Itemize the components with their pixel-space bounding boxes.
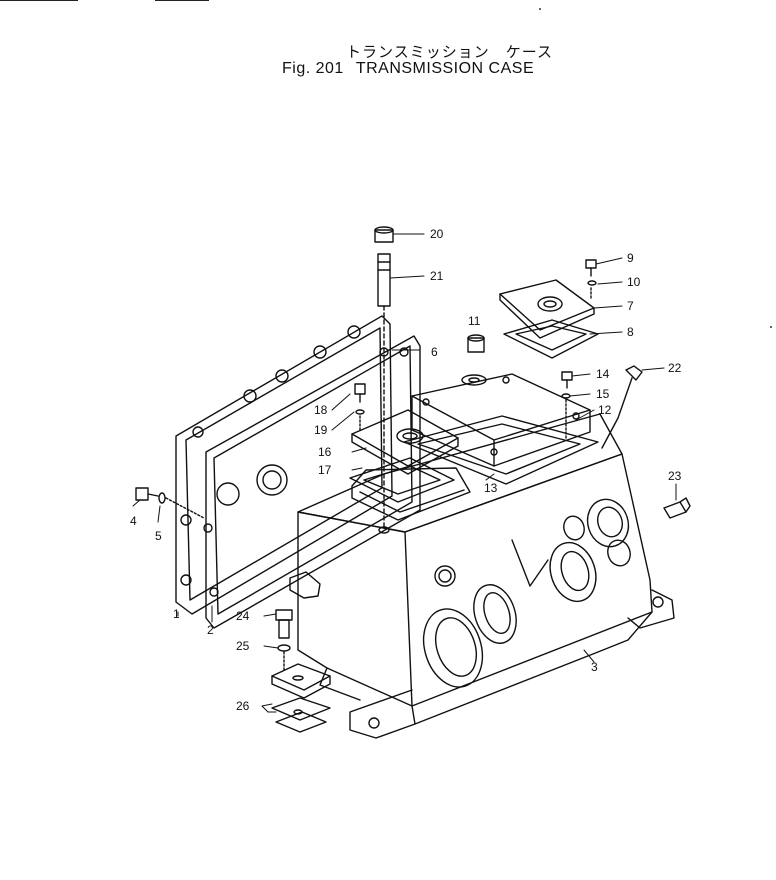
callout-18: 18 [314,403,328,417]
leader-line [165,497,205,519]
callout-1: 1 [173,607,180,621]
bolt-18 [354,383,366,403]
callout-11: 11 [468,314,481,328]
scan-speck [770,326,772,328]
callout-9: 9 [627,251,634,265]
callout-leaders [132,233,677,713]
washer-5 [158,492,166,504]
callout-3: 3 [591,660,598,674]
callout-25: 25 [236,639,250,653]
callout-20: 20 [430,227,444,241]
callout-6: 6 [431,345,438,359]
bolt-14 [561,371,573,389]
top-cover-gasket [403,415,599,485]
figure-title-english: TRANSMISSION CASE [355,60,535,77]
callout-labels: 1 2 3 4 5 6 7 8 9 10 11 12 13 14 15 16 1… [130,227,682,713]
figure-title: Fig. 201 TRANSMISSION CASE [282,60,534,78]
scan-edge-line-right [155,0,209,1]
figure-title-japanese: トランスミッション ケース [346,43,553,61]
callout-15: 15 [596,387,610,401]
bolt-9 [585,259,597,277]
callout-5: 5 [155,529,162,543]
scan-speck [539,8,541,10]
side-cover [175,315,393,615]
dipstick [601,365,643,449]
hand-hole-gasket [349,457,455,503]
callout-14: 14 [596,367,610,381]
transmission-case-body [297,413,675,739]
callout-19: 19 [314,423,328,437]
breather [461,334,487,386]
callout-21: 21 [430,269,444,283]
drain-boss [289,571,321,599]
scan-edge-line-left [0,0,78,1]
callout-24: 24 [236,609,250,623]
bolt-4 [135,487,159,501]
drain-plug [663,497,691,519]
callout-4: 4 [130,514,137,528]
hand-hole-cover [351,409,459,475]
figure-number: Fig. 201 [282,60,344,77]
inspection-cover [499,279,595,339]
washer-19 [355,409,365,415]
callout-16: 16 [318,445,332,459]
washer-15 [561,393,571,399]
top-cover [411,373,591,467]
callout-12: 12 [598,403,612,417]
side-cover-gasket [203,335,421,629]
inspection-cover-gasket [503,319,599,359]
callout-17: 17 [318,463,332,477]
washer-25 [277,644,291,652]
washer-10 [587,280,597,286]
callout-2: 2 [207,623,214,637]
callout-22: 22 [668,361,682,375]
callout-7: 7 [627,299,634,313]
callout-13: 13 [484,481,498,495]
callout-23: 23 [668,469,682,483]
lifting-pin [374,226,394,534]
shim-plates [271,663,331,733]
callout-8: 8 [627,325,634,339]
callout-26: 26 [236,699,250,713]
callout-10: 10 [627,275,641,289]
bolt-24 [275,609,293,639]
